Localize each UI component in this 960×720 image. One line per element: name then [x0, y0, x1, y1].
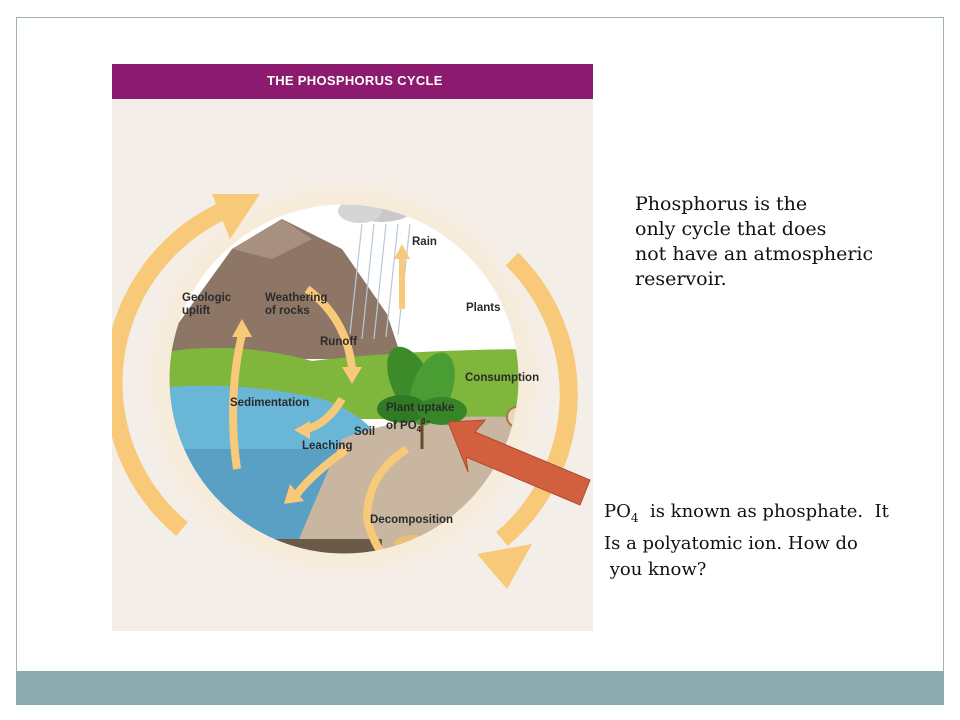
label-leaching: Leaching [302, 440, 353, 452]
note-top-line-1: Phosphorus is the [635, 193, 808, 215]
outer-cycle-arrow-left [112, 200, 231, 536]
note-bottom-line-2: Is a polyatomic ion. How do [604, 533, 858, 554]
label-weathering-line1: Weathering [265, 292, 328, 304]
figure-header: THE PHOSPHORUS CYCLE [112, 64, 593, 99]
label-weathering-line2: of rocks [265, 305, 310, 317]
note-bottom-line-1: PO4 is known as phosphate. It [604, 501, 889, 525]
label-geologic-line2: uplift [182, 305, 211, 317]
label-consumption: Consumption [465, 372, 540, 384]
footer-bar [16, 671, 944, 705]
rain-lines [349, 223, 411, 340]
soil [262, 416, 519, 554]
note-top-line-2: only cycle that does [635, 218, 827, 240]
cycle-illustration [112, 174, 578, 589]
label-plant-uptake: Plant uptake of PO43− [386, 402, 454, 436]
label-runoff: Runoff [320, 336, 358, 348]
label-geologic-uplift: Geologic uplift [182, 292, 231, 318]
note-atmospheric-reservoir: Phosphorus is the only cycle that does n… [635, 192, 873, 292]
pointer-arrow-shape [447, 419, 591, 506]
note-phosphate: PO4 is known as phosphate. It Is a polya… [604, 499, 889, 583]
label-weathering: Weathering of rocks [265, 292, 327, 318]
outer-cycle-arrow-right [496, 252, 578, 546]
phosphorus-cycle-figure: THE PHOSPHORUS CYCLE [112, 64, 593, 631]
label-uptake-line1: Plant uptake [386, 402, 455, 414]
label-uptake-line2: of PO43− [386, 417, 431, 435]
outer-cycle-arrowhead-left [212, 194, 260, 239]
scene [169, 204, 519, 554]
label-sedimentation: Sedimentation [230, 397, 310, 409]
label-rain: Rain [412, 236, 437, 248]
mountain [169, 219, 402, 359]
figure-title: THE PHOSPHORUS CYCLE [267, 73, 443, 88]
label-soil: Soil [354, 426, 376, 438]
label-geologic-line1: Geologic [182, 292, 232, 304]
label-decomposition: Decomposition [370, 514, 454, 526]
note-bottom-line-3: you know? [604, 559, 707, 580]
pointer-arrow [447, 419, 591, 506]
note-top-line-4: reservoir. [635, 268, 727, 290]
label-plants: Plants [466, 302, 501, 314]
outer-cycle-arrowhead-right [477, 544, 532, 589]
note-top-line-3: not have an atmospheric [635, 243, 874, 265]
